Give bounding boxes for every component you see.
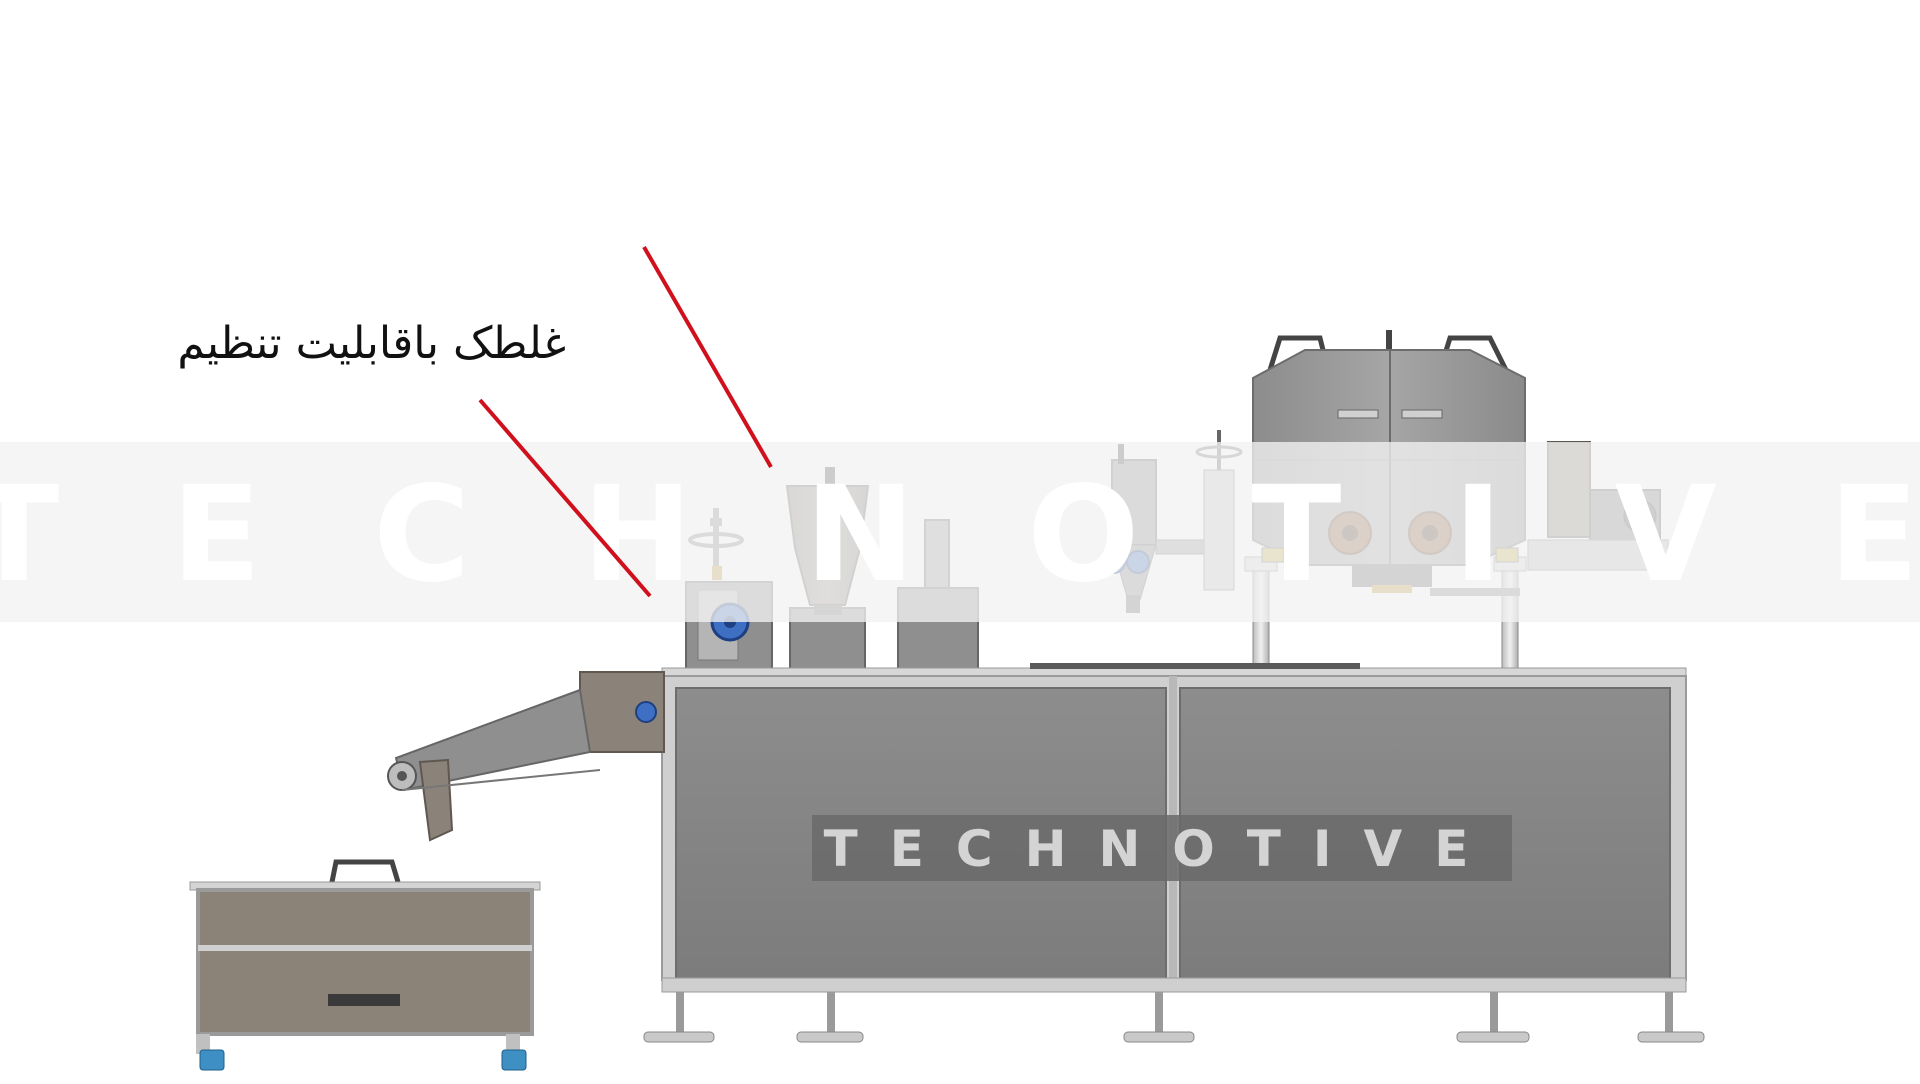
callout-line-hopper (642, 246, 773, 468)
watermark-band: TECHNOTIVE (0, 442, 1920, 622)
watermark-panel-text: TECHNOTIVE (824, 820, 1501, 878)
collection-trolley (189, 859, 541, 1071)
watermark-panel: TECHNOTIVE (812, 815, 1512, 881)
callout-label: غلطک باقابلیت تنظیم (177, 318, 566, 369)
outfeed-conveyor (387, 671, 665, 842)
callout-line-roller (478, 398, 652, 598)
watermark-band-text: TECHNOTIVE (0, 458, 1920, 612)
leveling-feet (643, 992, 1705, 1043)
